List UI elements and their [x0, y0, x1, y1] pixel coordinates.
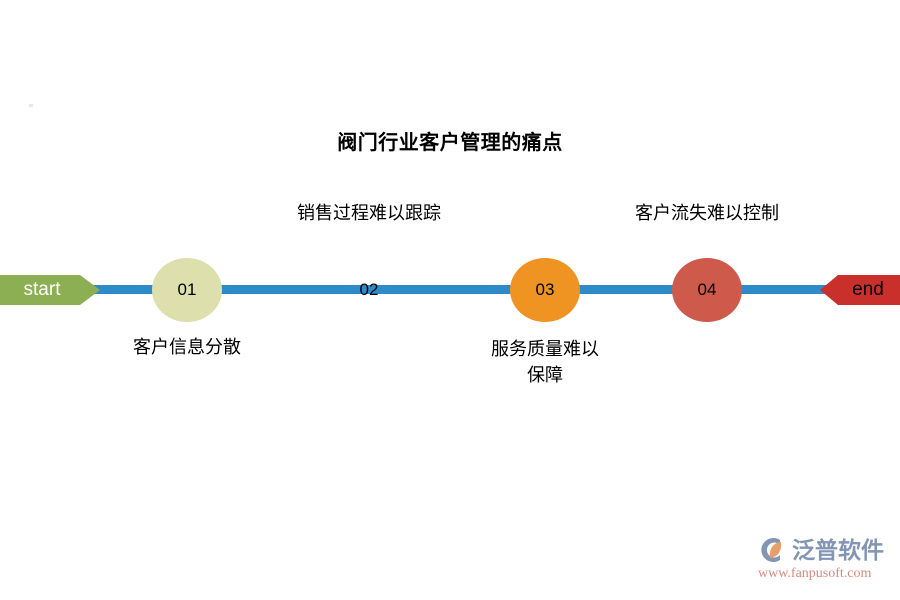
timeline-node-01[interactable]: 01	[152, 258, 222, 322]
timeline-start-marker: start	[0, 275, 100, 305]
timeline-caption-04: 客户流失难以控制	[635, 203, 779, 223]
timeline-node-04[interactable]: 04	[672, 258, 742, 322]
timeline-node-02[interactable]: 02	[359, 280, 379, 299]
timeline-caption-03: 服务质量难以 保障	[491, 339, 599, 386]
timeline-node-03[interactable]: 03	[510, 258, 580, 322]
timeline-connector-line	[88, 285, 833, 294]
image-artifact-speck	[29, 104, 33, 107]
brand-url: www.fanpusoft.com	[758, 566, 872, 581]
page-title: 阀门行业客户管理的痛点	[337, 132, 563, 154]
fanpu-logo-icon	[758, 535, 788, 565]
timeline-end-marker: end	[820, 275, 900, 305]
timeline-caption-02: 销售过程难以跟踪	[297, 203, 441, 223]
brand-logo: 泛普软件 www.fanpusoft.com	[758, 535, 894, 591]
timeline-caption-01: 客户信息分散	[133, 337, 241, 357]
brand-name: 泛普软件	[792, 537, 884, 563]
